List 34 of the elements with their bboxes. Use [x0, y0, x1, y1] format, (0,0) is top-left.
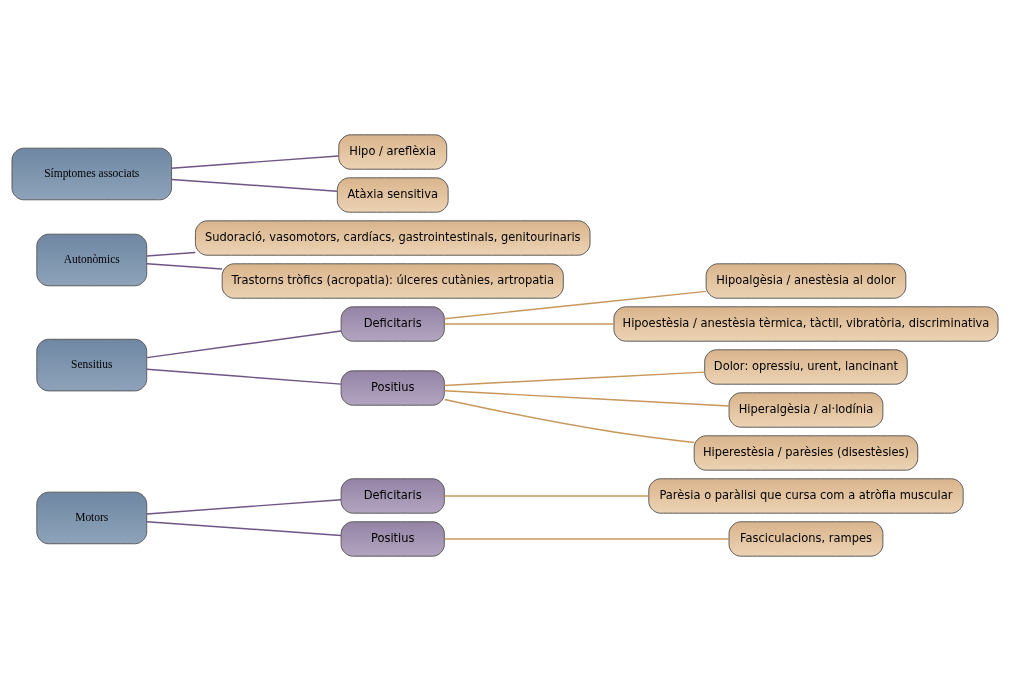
connector	[146, 251, 197, 257]
node-box: Dolor: opressiu, urent, lancinant	[704, 349, 908, 385]
node-box: Hipoestèsia / anestèsia tèrmica, tàctil, vibratòria, discriminativa	[613, 306, 999, 342]
node-box: Hipo / areflèxia	[338, 134, 448, 170]
node-box: Símptomes associats	[11, 147, 173, 201]
node-box: Autonòmics	[36, 233, 148, 287]
node-box: Trastorns tròfics (acropatia): úlceres cutànies, artropatia	[221, 263, 564, 299]
node-box: Motors	[36, 491, 148, 545]
connector	[443, 323, 615, 325]
connector	[146, 263, 223, 270]
node-box: Atàxia sensitiva	[336, 177, 449, 213]
node-box: Hipoalgèsia / anestèsia al dolor	[705, 263, 907, 299]
node-box: Positius	[340, 521, 445, 557]
node-box: Positius	[340, 370, 445, 406]
connector	[146, 499, 342, 515]
node-box: Hiperestèsia / parèsies (disestèsies)	[693, 435, 919, 471]
connector	[443, 290, 707, 320]
connector	[443, 538, 730, 540]
connector	[170, 178, 338, 192]
node-box: Sensitius	[36, 338, 148, 392]
connector	[170, 155, 340, 169]
connector	[443, 495, 650, 497]
connector	[146, 330, 342, 359]
node-box: Hiperalgèsia / al·lodínia	[728, 392, 884, 428]
connector	[443, 390, 730, 407]
connector	[146, 521, 342, 537]
connector	[443, 398, 695, 444]
node-box: Deficitaris	[340, 306, 445, 342]
node-box: Fasciculacions, rampes	[728, 521, 884, 557]
node-box: Sudoració, vasomotors, cardíacs, gastrointestinals, genitourinaris	[194, 220, 591, 256]
node-box: Parèsia o paràlisi que cursa com a atròfia muscular	[648, 478, 964, 514]
node-box: Deficitaris	[340, 478, 445, 514]
connector	[146, 368, 342, 385]
connector	[443, 371, 706, 387]
